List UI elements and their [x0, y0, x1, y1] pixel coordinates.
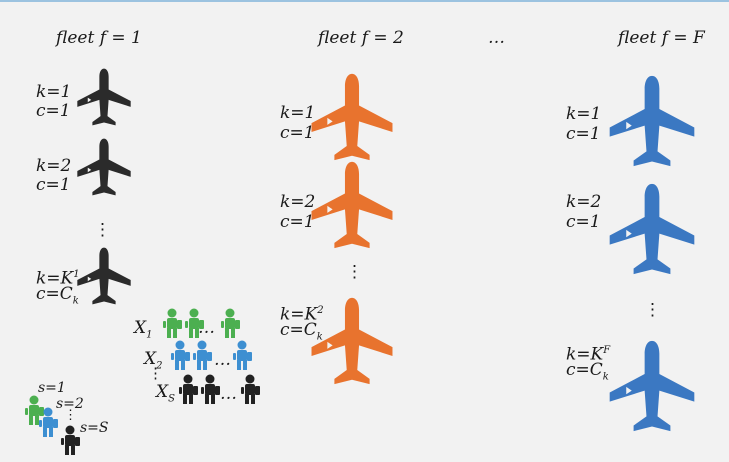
fleet1-c2-label: c=1 — [36, 175, 71, 195]
xs-passenger-group-icon — [179, 374, 220, 404]
fleet1-k1-label: k=1 — [36, 82, 72, 102]
header-ellipsis: … — [488, 28, 505, 48]
segment-passenger-black-icon — [61, 425, 80, 455]
fleet2-k1-label: k=1 — [280, 103, 316, 123]
segment-passenger-blue-icon — [39, 407, 58, 437]
fleet2-clast-label: c=Ck — [280, 320, 323, 343]
s1-label: s=1 — [38, 380, 66, 396]
fleetF-vertical-dots: ⋮ — [644, 300, 661, 320]
x1-label: X1 — [134, 318, 153, 341]
top-border — [0, 0, 729, 2]
x-vertical-dots: ⋮ — [148, 364, 163, 382]
fleetF-k2-label: k=2 — [566, 192, 602, 212]
fleet1-klast-label: k=K1 — [36, 268, 80, 289]
sS-label: s=S — [80, 420, 109, 436]
fleet2-plane-2-icon — [311, 161, 393, 249]
fleetF-c1-label: c=1 — [566, 124, 601, 144]
x2-passenger-last-icon — [233, 340, 252, 370]
s2-label: s=2 — [56, 396, 84, 412]
fleet2-plane-1-icon — [311, 73, 393, 161]
fleet2-k2-label: k=2 — [280, 192, 316, 212]
x2-ellipsis: … — [214, 350, 231, 370]
fleet1-plane-last-icon — [77, 247, 131, 305]
fleetF-plane-2-icon — [609, 183, 695, 275]
x2-label: X2 — [144, 349, 163, 372]
fleetF-plane-1-icon — [609, 75, 695, 167]
fleet-2-header: fleet f = 2 — [318, 28, 404, 48]
fleet-F-header: fleet f = F — [618, 28, 705, 48]
s-vertical-dots: ⋮ — [64, 408, 77, 423]
xs-passenger-last-icon — [241, 374, 260, 404]
x1-passenger-last-icon — [221, 308, 240, 338]
fleet2-c1-label: c=1 — [280, 123, 315, 143]
fleet1-clast-label: c=Ck — [36, 284, 79, 307]
xs-ellipsis: … — [220, 384, 237, 404]
fleetF-klast-label: k=KF — [566, 344, 611, 365]
fleetF-k1-label: k=1 — [566, 104, 602, 124]
fleet2-klast-label: k=K2 — [280, 304, 324, 325]
fleet2-plane-last-icon — [311, 297, 393, 385]
fleet1-k2-label: k=2 — [36, 156, 72, 176]
xs-label: XS — [156, 382, 175, 405]
fleet2-vertical-dots: ⋮ — [346, 262, 363, 282]
fleet1-plane-1-icon — [77, 68, 131, 126]
fleet1-c1-label: c=1 — [36, 101, 71, 121]
fleet-1-header: fleet f = 1 — [56, 28, 142, 48]
fleetF-c2-label: c=1 — [566, 212, 601, 232]
fleet1-vertical-dots: ⋮ — [94, 220, 111, 240]
fleet2-c2-label: c=1 — [280, 212, 315, 232]
fleet1-plane-2-icon — [77, 138, 131, 196]
x1-ellipsis: … — [198, 318, 215, 338]
fleetF-clast-label: c=Ck — [566, 360, 609, 383]
x2-passenger-group-icon — [171, 340, 212, 370]
fleetF-plane-last-icon — [609, 340, 695, 432]
